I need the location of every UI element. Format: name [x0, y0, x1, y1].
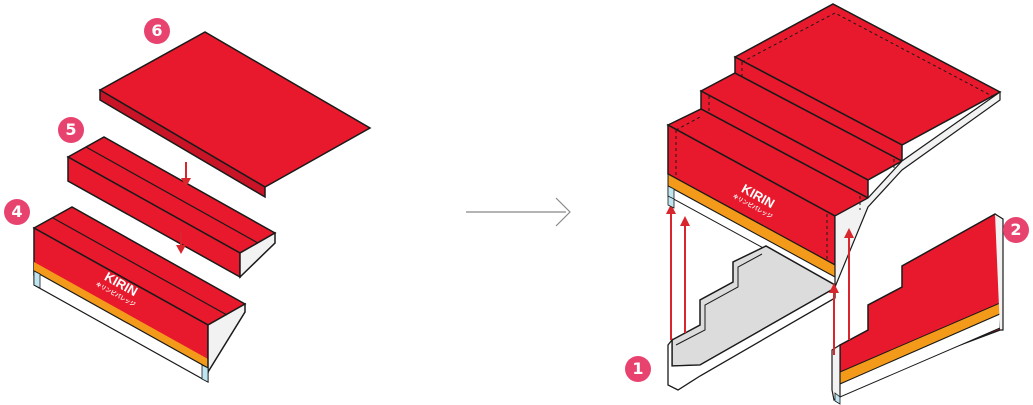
badge-part-1: 1 — [625, 356, 651, 382]
badge-part-2: 2 — [1003, 217, 1029, 243]
assembly-connector-arrow — [466, 198, 570, 226]
badge-part-6: 6 — [144, 18, 170, 44]
part-4-blue-tab-right — [202, 365, 208, 382]
part-4-blue-tab — [34, 271, 40, 288]
part-2-side-panel — [832, 214, 1003, 404]
badge-part-5: 5 — [58, 117, 84, 143]
badge-part-4: 4 — [4, 199, 30, 225]
